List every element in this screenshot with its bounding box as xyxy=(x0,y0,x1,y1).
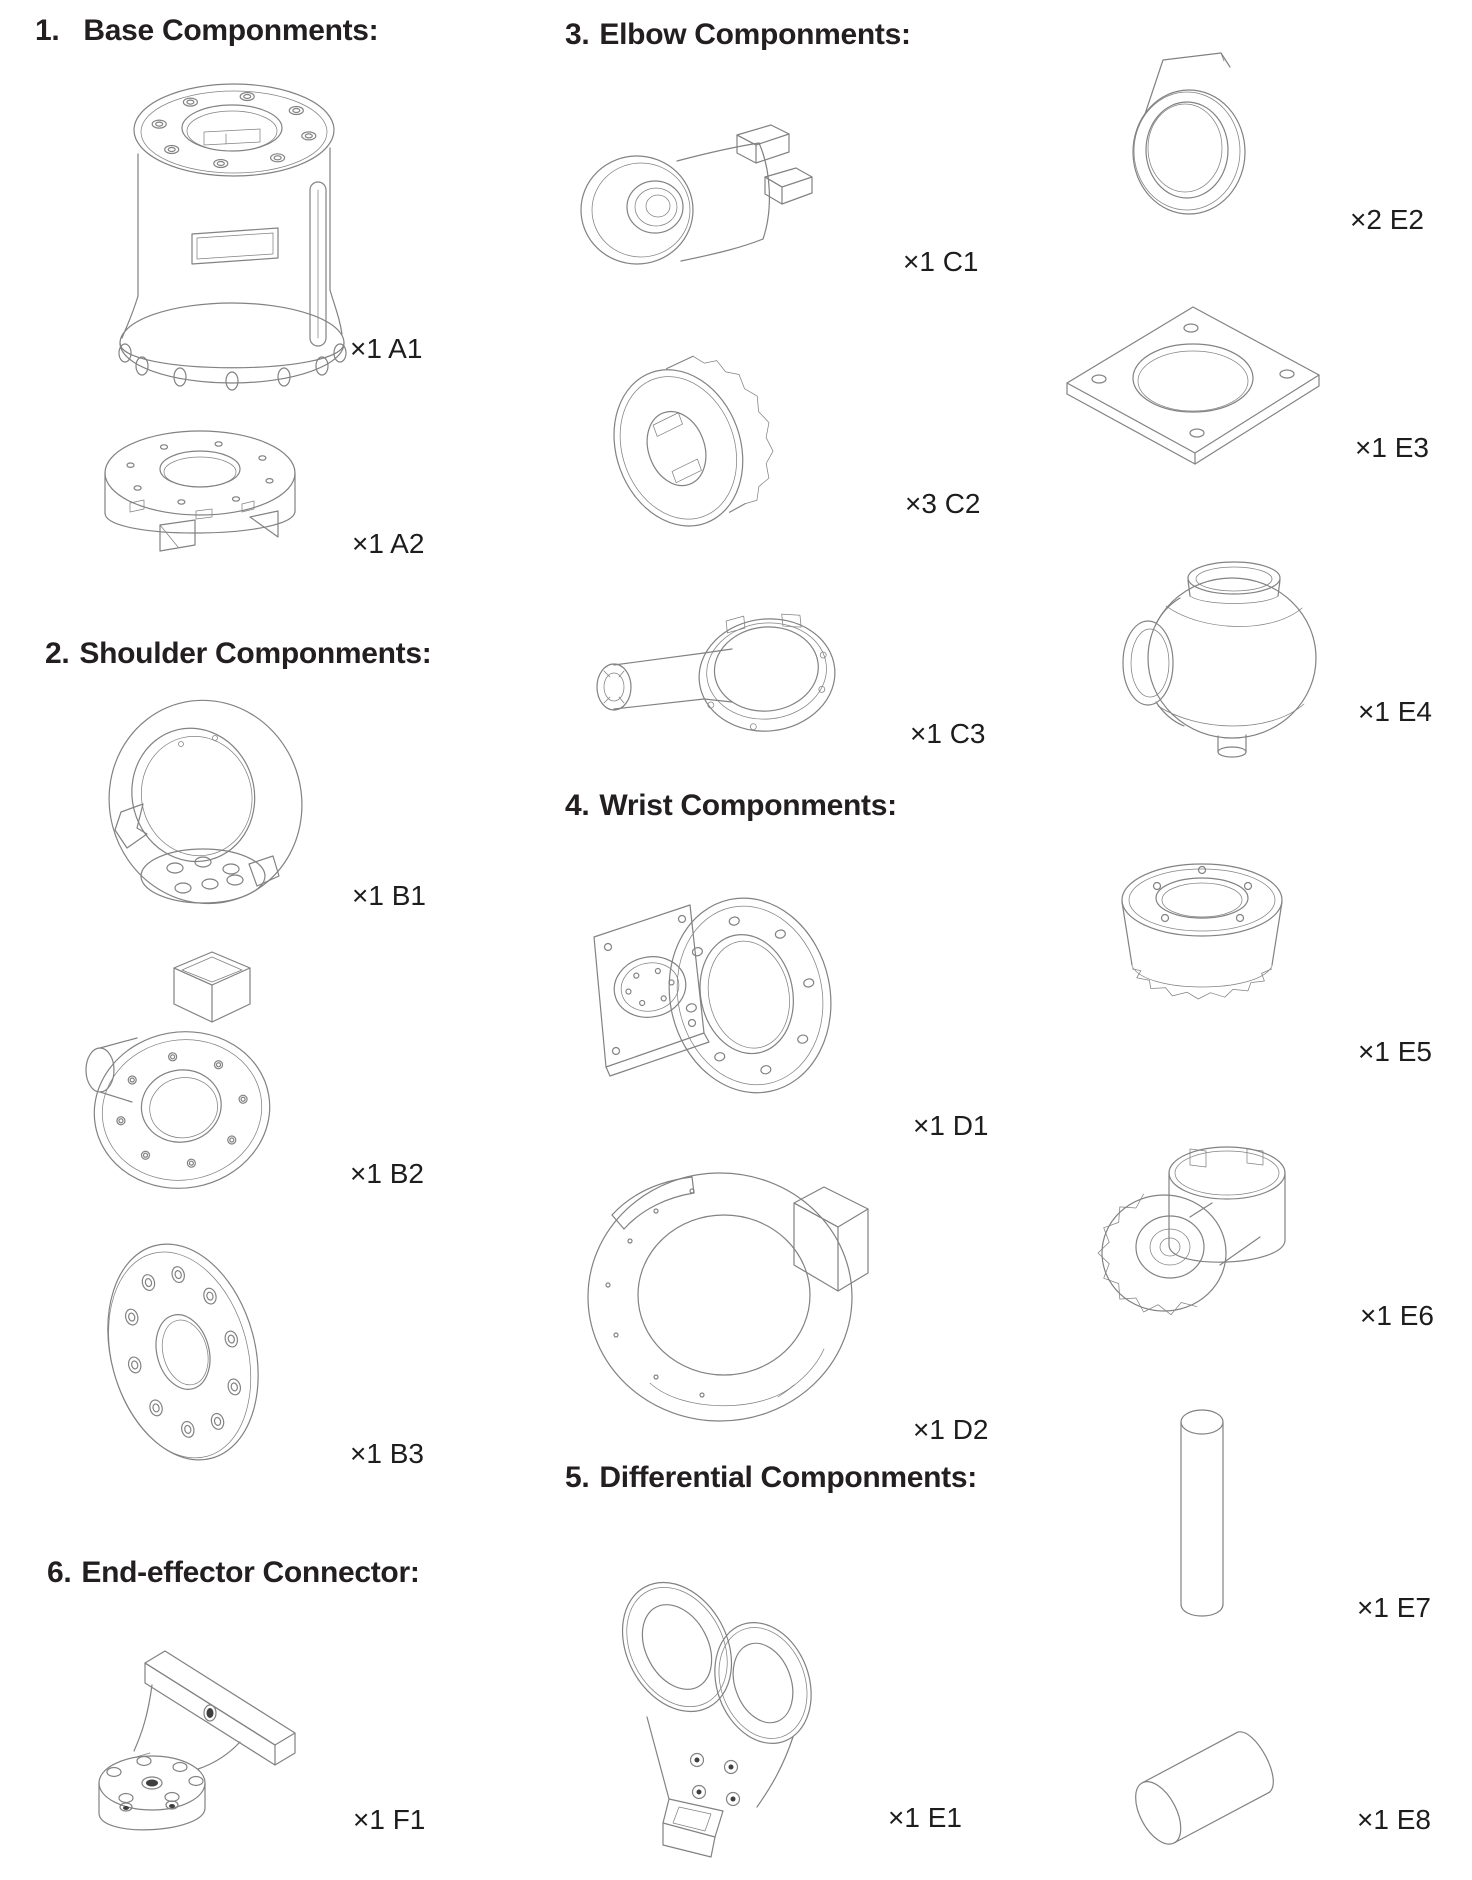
section-header-end-effector: 6. End-effector Connector: xyxy=(47,1556,420,1590)
part-D2-qty-label: ×1 D2 xyxy=(913,1414,989,1445)
section-header-base: 1. Base Componments: xyxy=(35,14,379,48)
section-title: Wrist Componments: xyxy=(599,789,897,822)
end-effector-connector-bracket-drawing xyxy=(98,1650,296,1831)
part-F1-qty-label: ×1 F1 xyxy=(353,1804,426,1835)
section-number: 3. xyxy=(565,18,590,51)
part-D1-qty-label: ×1 D1 xyxy=(913,1110,989,1141)
section-header-shoulder: 2. Shoulder Componments: xyxy=(45,637,432,671)
section-title: Differential Componments: xyxy=(599,1461,977,1494)
section-number: 6. xyxy=(47,1556,72,1589)
shoulder-housing-drawing xyxy=(85,951,271,1189)
section-number: 1. xyxy=(35,14,60,47)
part-E7-qty-label: ×1 E7 xyxy=(1357,1592,1431,1623)
shoulder-ring-collar-drawing xyxy=(108,699,303,905)
section-header-differential: 5. Differential Componments: xyxy=(565,1461,977,1495)
section-header-wrist: 4. Wrist Componments: xyxy=(565,789,897,823)
part-C3-qty-label: ×1 C3 xyxy=(910,718,986,749)
part-B1-qty-label: ×1 B1 xyxy=(352,880,426,911)
section-title: Shoulder Componments: xyxy=(79,637,432,670)
section-title: Elbow Componments: xyxy=(599,18,911,51)
wrist-housing-shell-drawing xyxy=(587,1172,869,1422)
part-E3-qty-label: ×1 E3 xyxy=(1355,432,1429,463)
differential-bevel-gear-flange-drawing xyxy=(1121,863,1283,1000)
part-A1-qty-label: ×1 A1 xyxy=(350,333,423,364)
part-A2-qty-label: ×1 A2 xyxy=(352,528,425,559)
base-cylinder-housing-drawing xyxy=(118,83,347,391)
base-rotator-disc-drawing xyxy=(104,430,296,552)
wrist-bracket-flange-drawing xyxy=(593,897,832,1094)
section-header-elbow: 3. Elbow Componments: xyxy=(565,18,911,52)
part-B2-qty-label: ×1 B2 xyxy=(350,1158,424,1189)
part-E5-qty-label: ×1 E5 xyxy=(1358,1036,1432,1067)
elbow-timing-pulley-drawing xyxy=(613,355,774,527)
section-number: 5. xyxy=(565,1461,590,1494)
differential-ring-mount-drawing xyxy=(1132,52,1246,215)
part-C2-qty-label: ×3 C2 xyxy=(905,488,981,519)
differential-housing-drawing xyxy=(1122,561,1317,758)
part-E4-qty-label: ×1 E4 xyxy=(1358,696,1432,727)
elbow-actuator-clevis-drawing xyxy=(580,124,813,265)
part-E1-qty-label: ×1 E1 xyxy=(888,1802,962,1833)
differential-short-pin-drawing xyxy=(1135,1731,1274,1845)
differential-long-pin-drawing xyxy=(1180,1409,1224,1617)
elbow-ring-shaft-drawing xyxy=(596,613,836,732)
differential-plate-drawing xyxy=(1066,306,1320,465)
section-number: 2. xyxy=(45,637,70,670)
differential-double-ring-yoke-drawing xyxy=(621,1581,812,1858)
part-E6-qty-label: ×1 E6 xyxy=(1360,1300,1434,1331)
shoulder-flange-plate-drawing xyxy=(107,1243,259,1461)
section-title: End-effector Connector: xyxy=(81,1556,420,1589)
part-B3-qty-label: ×1 B3 xyxy=(350,1438,424,1469)
part-E2-qty-label: ×2 E2 xyxy=(1350,204,1424,235)
section-number: 4. xyxy=(565,789,590,822)
part-E8-qty-label: ×1 E8 xyxy=(1357,1804,1431,1835)
part-C1-qty-label: ×1 C1 xyxy=(903,246,979,277)
section-title: Base Componments: xyxy=(83,14,379,47)
differential-bevel-gear-collar-drawing xyxy=(1097,1146,1286,1316)
